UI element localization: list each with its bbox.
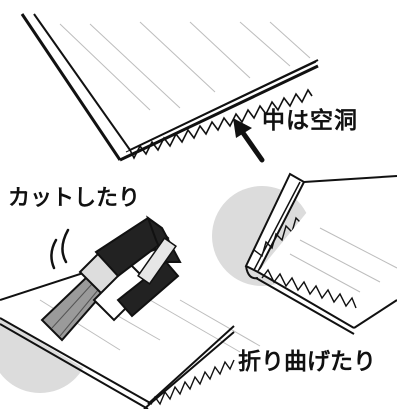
hollow-label: 中は空洞 xyxy=(262,108,358,134)
cut-label: カットしたり xyxy=(8,186,141,211)
fold-board-panel xyxy=(212,172,397,335)
hollow-board-panel xyxy=(20,13,319,162)
utility-knife-icon xyxy=(40,215,182,342)
arrow-icon xyxy=(233,118,265,163)
motion-lines-icon xyxy=(50,228,70,270)
fold-label: 折り曲げたり xyxy=(238,349,376,375)
